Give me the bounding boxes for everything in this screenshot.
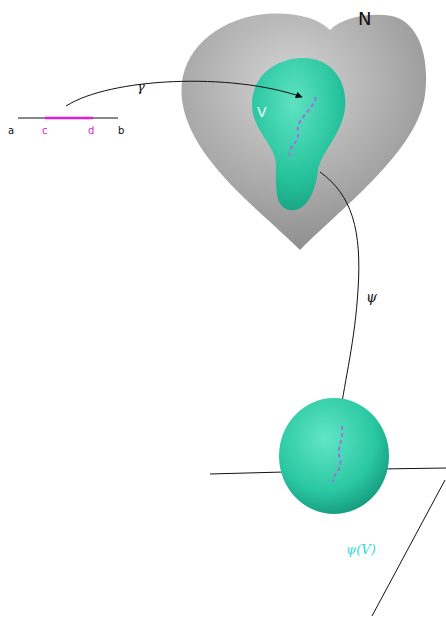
curve-in-v [290, 97, 316, 156]
region-label: V [257, 105, 267, 119]
map-arrow-gamma [66, 81, 302, 106]
map-label: ψ [366, 290, 377, 304]
endpoint-label: b [118, 126, 124, 136]
image-label: ψ(V) [346, 543, 376, 556]
axis-line [210, 472, 284, 474]
interval-cd [45, 117, 93, 120]
endpoint-label: c [42, 126, 48, 136]
interval-ab [18, 118, 118, 119]
manifold-label: N [358, 10, 371, 28]
map-label: γ [137, 80, 145, 93]
manifold-n [181, 14, 426, 250]
axis-line [380, 468, 446, 469]
image-sphere [279, 398, 389, 514]
region-v [252, 58, 345, 210]
endpoint-label: d [88, 126, 94, 136]
endpoint-label: a [8, 126, 14, 136]
curve-in-sphere [333, 426, 342, 482]
map-arrow-psi [320, 172, 359, 415]
axis-line [372, 480, 445, 616]
